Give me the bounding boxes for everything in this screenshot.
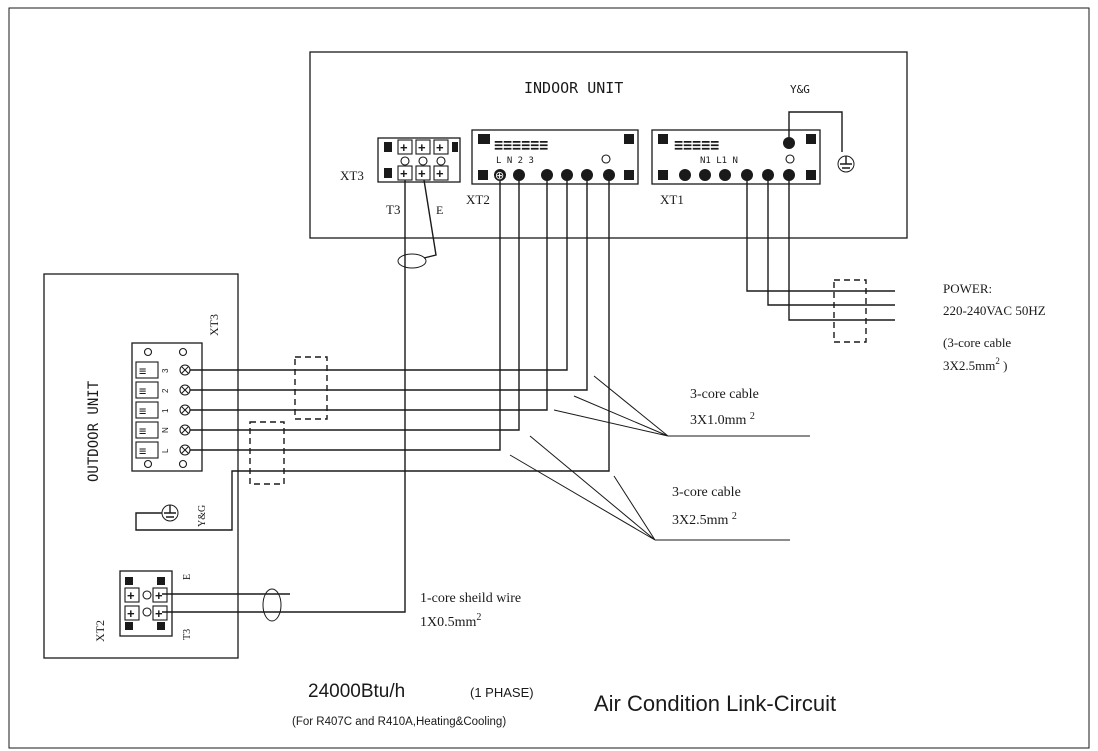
outdoor-xt2-terminal-block: + + + + bbox=[119, 570, 173, 637]
svg-text:+: + bbox=[418, 140, 426, 155]
power-label-end: ) bbox=[1000, 358, 1008, 373]
svg-text:⊕: ⊕ bbox=[495, 170, 504, 182]
indoor-xt1-terminal-block: ≡≡≡≡≡ N1 L1 N bbox=[651, 129, 821, 185]
cable-b-sup: 2 bbox=[732, 511, 737, 522]
svg-text:+: + bbox=[155, 588, 163, 603]
svg-text:≡: ≡ bbox=[139, 384, 146, 398]
power-label-line2: 220-240VAC 50HZ bbox=[943, 303, 1046, 318]
outdoor-xt2-label: XT2 bbox=[93, 620, 107, 642]
outdoor-terminal-n: N bbox=[161, 427, 170, 433]
power-label-line4: 3X2.5mm bbox=[943, 358, 995, 373]
svg-text:≡: ≡ bbox=[139, 444, 146, 458]
svg-text:3X1.0mm 2: 3X1.0mm 2 bbox=[690, 411, 755, 428]
svg-text:3X2.5mm2 ): 3X2.5mm2 ) bbox=[943, 356, 1007, 373]
outdoor-e-label: E bbox=[182, 574, 193, 580]
outdoor-unit-box bbox=[43, 273, 239, 659]
cable-c-line1: 1-core sheild wire bbox=[420, 591, 521, 606]
outdoor-xt3-label: XT3 bbox=[207, 314, 221, 336]
power-label: POWER: 220-240VAC 50HZ (3-core cable 3X2… bbox=[943, 281, 1046, 373]
shield-ring-bottom bbox=[262, 588, 282, 622]
outdoor-terminal-l: L bbox=[161, 448, 170, 453]
indoor-t3-label: T3 bbox=[386, 202, 400, 217]
power-label-line1: POWER: bbox=[943, 281, 992, 296]
indoor-xt1-label: XT1 bbox=[660, 192, 684, 207]
caption-title: Air Condition Link-Circuit bbox=[594, 691, 836, 716]
power-wires bbox=[746, 181, 895, 343]
shield-wire bbox=[162, 179, 437, 622]
svg-text:+: + bbox=[127, 606, 135, 621]
cable-c-sup: 2 bbox=[476, 612, 481, 623]
outdoor-t3-label: T3 bbox=[182, 629, 193, 640]
outdoor-terminal-3: 3 bbox=[161, 368, 170, 373]
cable-a-line2: 3X1.0mm bbox=[690, 413, 750, 428]
indoor-xt3-label: XT3 bbox=[340, 168, 364, 183]
svg-text:+: + bbox=[400, 140, 408, 155]
outdoor-unit: OUTDOOR UNIT ≡ ≡ ≡ ≡ ≡ 3 2 1 N L bbox=[43, 273, 243, 659]
svg-text:≡≡≡≡≡: ≡≡≡≡≡ bbox=[674, 136, 719, 154]
outdoor-unit-title: OUTDOOR UNIT bbox=[86, 380, 102, 482]
indoor-xt1-terminal-labels: N1 L1 N bbox=[700, 156, 738, 166]
caption-refrigerant: (For R407C and R410A,Heating&Cooling) bbox=[292, 716, 506, 728]
power-label-line3: (3-core cable bbox=[943, 335, 1011, 350]
cable-b-line1: 3-core cable bbox=[672, 485, 741, 500]
svg-text:1X0.5mm2: 1X0.5mm2 bbox=[420, 612, 481, 630]
svg-text:≡: ≡ bbox=[139, 424, 146, 438]
outdoor-ground-icon bbox=[135, 470, 243, 531]
svg-text:≡: ≡ bbox=[139, 404, 146, 418]
indoor-xt3-terminal-block: + + + + + + bbox=[377, 137, 461, 183]
power-cable-sleeve bbox=[833, 279, 867, 343]
cable-a-sup: 2 bbox=[750, 411, 755, 422]
svg-text:+: + bbox=[418, 166, 426, 181]
outdoor-terminal-2: 2 bbox=[161, 388, 170, 393]
cable-sleeve-a bbox=[294, 356, 328, 420]
indoor-xt2-terminal-labels: L N 2 3 bbox=[496, 156, 534, 166]
outdoor-xt3-terminal-block: ≡ ≡ ≡ ≡ ≡ 3 2 1 N L bbox=[131, 342, 203, 472]
shield-ring-top bbox=[397, 253, 427, 269]
svg-text:+: + bbox=[400, 166, 408, 181]
svg-text:+: + bbox=[127, 588, 135, 603]
cable-sleeve-b bbox=[249, 421, 285, 485]
cable-a-line1: 3-core cable bbox=[690, 387, 759, 402]
outdoor-ground-label: Y&G bbox=[197, 505, 208, 527]
svg-text:+: + bbox=[436, 166, 444, 181]
indoor-ground-label: Y&G bbox=[790, 83, 810, 96]
indoor-ground-icon bbox=[788, 111, 855, 173]
indoor-xt2-terminal-block: ≡≡≡≡≡≡ L N 2 3 ⊕ bbox=[471, 129, 639, 185]
indoor-unit-title: INDOOR UNIT bbox=[524, 79, 623, 97]
svg-text:3X2.5mm 2: 3X2.5mm 2 bbox=[672, 511, 737, 528]
outdoor-terminal-1: 1 bbox=[161, 408, 170, 413]
interconnect-wires bbox=[190, 181, 610, 485]
cable-c-line2: 1X0.5mm bbox=[420, 615, 477, 630]
svg-text:≡≡≡≡≡≡: ≡≡≡≡≡≡ bbox=[494, 136, 548, 154]
caption-model: 24000Btu/h bbox=[308, 681, 405, 702]
indoor-unit: INDOOR UNIT Y&G + + + + + + XT3 T3 E bbox=[309, 51, 908, 239]
indoor-xt2-label: XT2 bbox=[466, 192, 490, 207]
svg-text:+: + bbox=[155, 606, 163, 621]
svg-text:+: + bbox=[436, 140, 444, 155]
diagram-caption: 24000Btu/h (1 PHASE) (For R407C and R410… bbox=[292, 681, 836, 728]
leader-lines bbox=[509, 375, 810, 541]
page-frame bbox=[8, 7, 1090, 749]
power-label-sup: 2 bbox=[995, 356, 1000, 366]
caption-phase: (1 PHASE) bbox=[470, 685, 534, 700]
indoor-e-label: E bbox=[436, 203, 443, 217]
cable-b-line2: 3X2.5mm bbox=[672, 513, 732, 528]
svg-text:≡: ≡ bbox=[139, 364, 146, 378]
